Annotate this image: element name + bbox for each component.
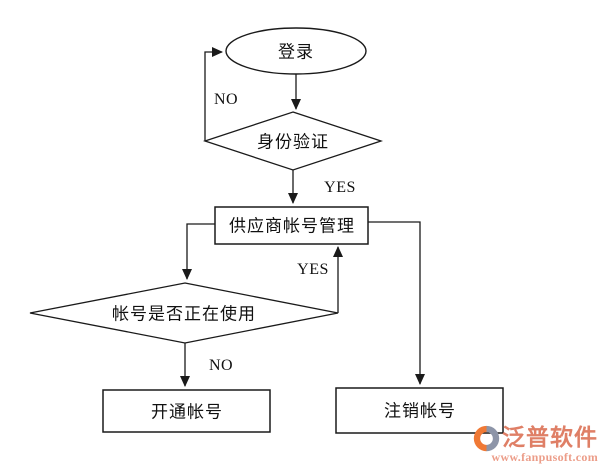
node-close-account-label: 注销帐号 <box>384 401 456 421</box>
edge-label-in-use-yes: YES <box>297 261 329 278</box>
edge-label-in-use-no: NO <box>208 357 234 374</box>
node-close-account-rect <box>335 387 504 434</box>
watermark-brand-text: 泛普软件 <box>502 424 598 450</box>
node-account-in-use-label: 帐号是否正在使用 <box>112 304 256 324</box>
watermark: 泛普软件 www.fanpusoft.com <box>472 424 598 463</box>
edge-mgmt-to-close <box>368 221 425 385</box>
edge-identity-no-to-login <box>204 47 223 141</box>
fanpu-logo-icon <box>473 425 500 452</box>
node-account-mgmt-label: 供应商帐号管理 <box>229 216 355 236</box>
edge-label-identity-yes: YES <box>324 179 356 196</box>
node-identity-check-diamond <box>202 111 384 171</box>
node-open-account-rect <box>102 389 271 433</box>
node-account-mgmt-rect <box>214 206 369 245</box>
node-login-label: 登录 <box>278 42 314 62</box>
watermark-url-text: www.fanpusoft.com <box>491 450 598 464</box>
edge-mgmt-to-inuse <box>182 223 215 280</box>
edge-label-identity-no: NO <box>213 91 239 108</box>
node-open-account-label: 开通帐号 <box>151 402 223 422</box>
node-account-in-use-diamond <box>29 282 339 344</box>
node-identity-check-label: 身份验证 <box>257 132 329 152</box>
node-login-ellipse <box>225 27 367 75</box>
